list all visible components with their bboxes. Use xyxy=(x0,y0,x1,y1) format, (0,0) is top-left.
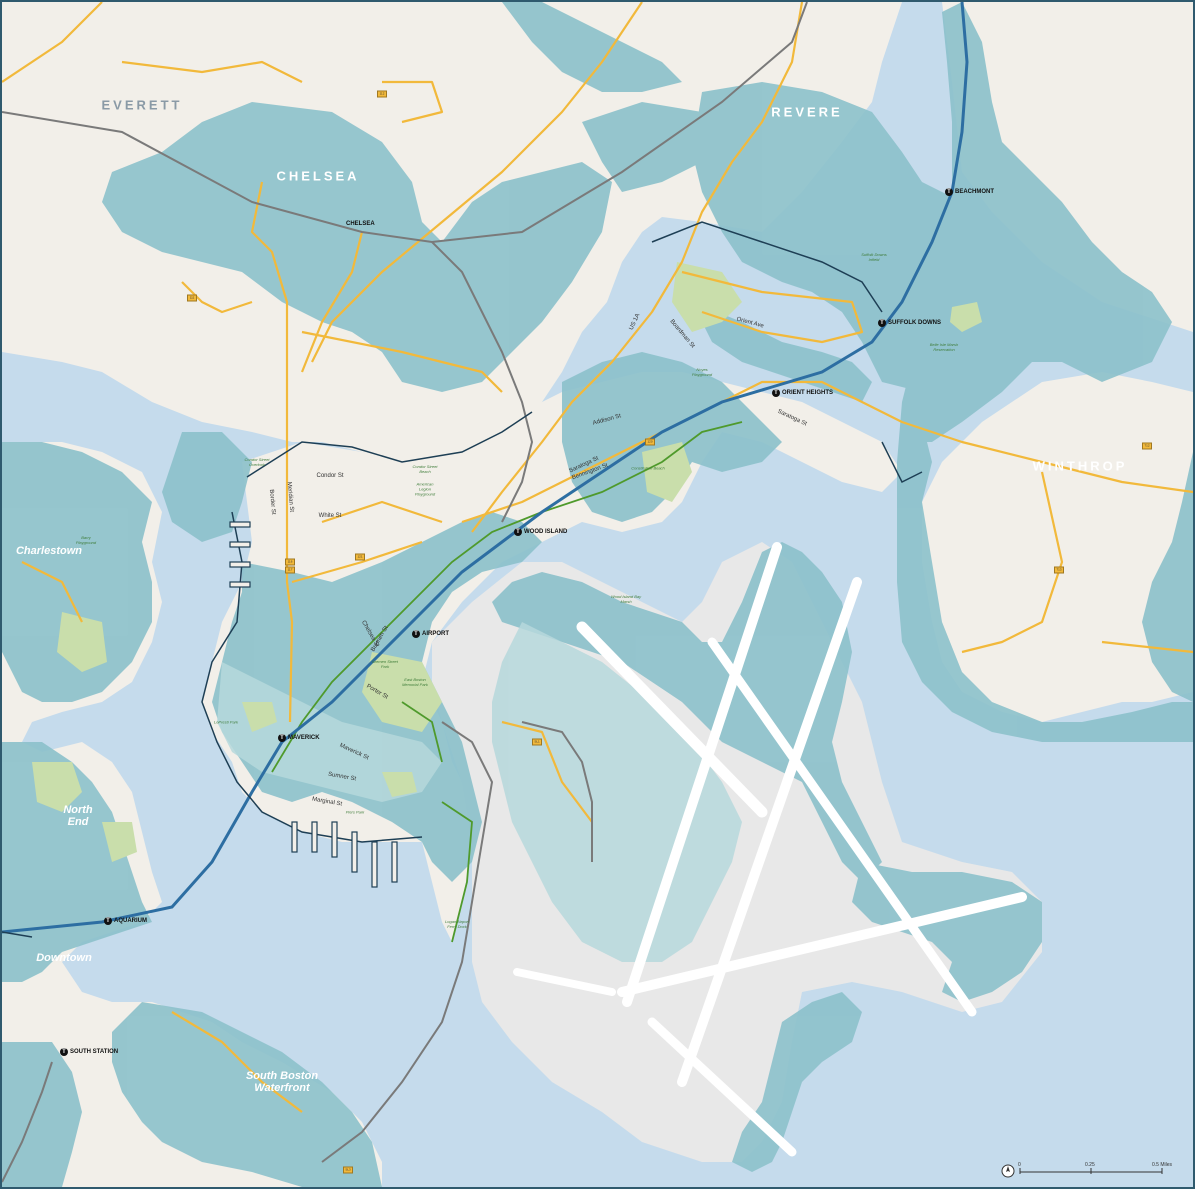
t-icon: T xyxy=(278,734,286,742)
route-shield-713: 713 xyxy=(1054,566,1064,574)
station-airport-label: AIRPORT xyxy=(422,631,449,637)
parks xyxy=(32,262,982,862)
runways xyxy=(513,542,1027,1157)
nbhd-label-south-boston-waterfront: South Boston Waterfront xyxy=(245,1070,319,1094)
station-maverick[interactable]: T MAVERICK xyxy=(278,734,320,742)
route-shield-712: 712 xyxy=(1142,442,1152,450)
bus-routes xyxy=(2,2,1193,1113)
park-label-suffolk-downs-infield: Suffolk Downs Infield xyxy=(861,252,887,262)
city-label-chelsea: CHELSEA xyxy=(276,168,360,184)
station-chelsea[interactable]: CHELSEA xyxy=(346,221,375,227)
station-aquarium-label: AQUARIUM xyxy=(114,918,147,924)
station-airport[interactable]: T AIRPORT xyxy=(412,630,449,638)
blue-line xyxy=(2,2,969,934)
t-icon: T xyxy=(514,528,522,536)
flood-zones-light xyxy=(217,622,742,962)
boundary-outlines xyxy=(2,221,923,938)
commuter-rail xyxy=(2,2,808,1183)
park-label-bremen-park: Bremen Street Park xyxy=(372,659,398,669)
park-label-belle-isle: Belle Isle Marsh Reservation xyxy=(929,342,959,352)
park-label-condor-beach: Condor Street Beach xyxy=(412,464,438,474)
street-label-condor: Condor St xyxy=(316,473,344,479)
nbhd-label-north-end: North End xyxy=(63,804,93,828)
station-beachmont-label: BEACHMONT xyxy=(955,189,994,195)
park-label-noyes: Noyes Playground xyxy=(691,367,713,377)
land-winthrop xyxy=(922,372,1193,722)
city-label-everett: EVERETT xyxy=(101,97,183,113)
station-suffolk-downs-label: SUFFOLK DOWNS xyxy=(888,320,941,326)
station-aquarium[interactable]: T AQUARIUM xyxy=(104,917,147,925)
station-chelsea-label: CHELSEA xyxy=(346,221,375,227)
route-shield-sl3: SL3 xyxy=(343,1166,353,1174)
station-orient-heights-label: ORIENT HEIGHTS xyxy=(782,390,834,396)
park-label-american-legion: American Legion Playground xyxy=(414,481,436,497)
station-south-station[interactable]: T SOUTH STATION xyxy=(60,1048,118,1056)
station-wood-island[interactable]: T WOOD ISLAND xyxy=(514,528,567,536)
station-beachmont[interactable]: T BEACHMONT xyxy=(945,188,994,196)
route-shield-116: 116 xyxy=(285,558,295,566)
scale-label-quarter: 0.25 xyxy=(1085,1162,1095,1168)
station-south-station-label: SOUTH STATION xyxy=(70,1049,119,1055)
scale-label-zero: 0 xyxy=(1018,1162,1021,1168)
park-label-constitution-beach: Constitution Beach xyxy=(631,465,665,471)
city-label-winthrop: WINTHROP xyxy=(1032,458,1128,474)
greenway xyxy=(271,421,743,943)
city-label-revere: REVERE xyxy=(771,104,843,120)
route-shield-sl1: SL1 xyxy=(532,738,542,746)
park-label-logan-ferry: Logan Airport Ferry Dock xyxy=(445,919,469,929)
station-orient-heights[interactable]: T ORIENT HEIGHTS xyxy=(772,389,833,397)
park-label-barry: Barry Playground xyxy=(75,535,97,545)
park-label-east-boston-memorial: East Boston Memorial Park xyxy=(402,677,428,687)
park-label-lopresti: LoPresti Park xyxy=(213,719,238,725)
route-shield-120: 120 xyxy=(645,438,655,446)
t-icon: T xyxy=(412,630,420,638)
nbhd-label-charlestown: Charlestown xyxy=(15,545,83,557)
t-icon: T xyxy=(945,188,953,196)
nbhd-label-downtown: Downtown xyxy=(36,952,92,964)
t-icon: T xyxy=(104,917,112,925)
street-label-white: White St xyxy=(318,513,342,519)
t-icon: T xyxy=(772,389,780,397)
park-label-piers: Piers Park xyxy=(345,809,365,815)
route-shield-111: 111 xyxy=(187,294,197,302)
route-shield-112: 112 xyxy=(377,90,387,98)
piers xyxy=(229,521,398,888)
station-wood-island-label: WOOD ISLAND xyxy=(524,529,568,535)
station-maverick-label: MAVERICK xyxy=(288,735,320,741)
scale-label-half: 0.5 Miles xyxy=(1152,1162,1173,1168)
scale-bar xyxy=(1001,1164,1163,1178)
t-icon: T xyxy=(878,319,886,327)
park-label-wood-island-bay: Wood Island Bay Marsh xyxy=(610,594,642,604)
t-icon: T xyxy=(60,1048,68,1056)
station-suffolk-downs[interactable]: T SUFFOLK DOWNS xyxy=(878,319,941,327)
park-label-condor-overlook: Condor Street Overlook xyxy=(244,457,270,467)
route-shield-117: 117 xyxy=(285,566,295,574)
route-shield-121: 121 xyxy=(355,553,365,561)
